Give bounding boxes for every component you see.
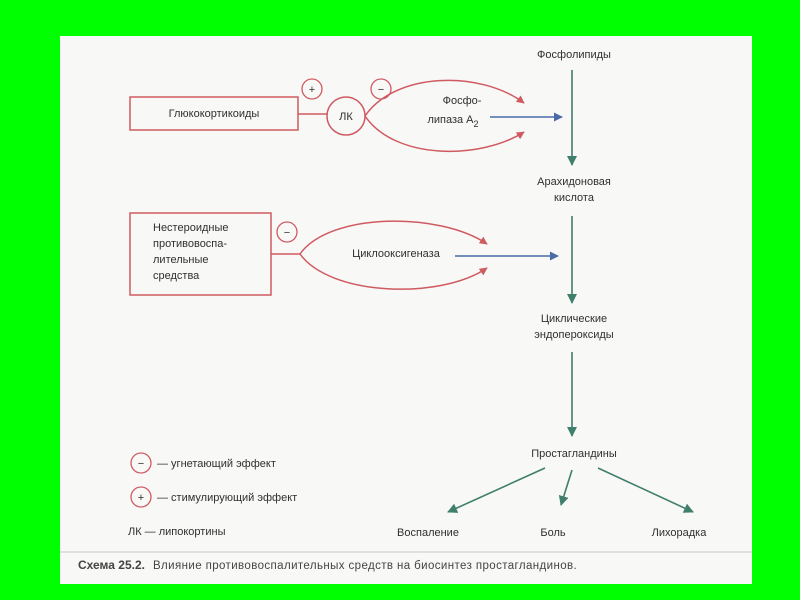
nsaid-label-line2: противовоспа- (153, 238, 227, 250)
legend-inhibit-symbol: − (138, 458, 144, 470)
nsaid-label-line1: Нестероидные (153, 222, 229, 234)
phospholipids-label: Фосфолипиды (537, 49, 611, 61)
legend-stimulate-text: — стимулирующий эффект (157, 492, 297, 504)
legend-inhibit-icon (130, 452, 152, 474)
phospholipase-label-line1: Фосфо- (443, 95, 482, 107)
arachidonic-label-line2: кислота (554, 192, 595, 204)
legend-inhibit-text: — угнетающий эффект (157, 458, 276, 470)
minus-sign-text: − (378, 84, 384, 96)
nsaid-label-line4: средства (153, 270, 200, 282)
nsaid-to-cox-lower-arrow (299, 253, 488, 290)
lk-to-phospholipase-upper-arrow (364, 79, 525, 117)
prostaglandins-to-inflammation-arrow (447, 467, 546, 513)
inflammation-label: Воспаление (397, 527, 459, 539)
prostaglandins-to-pain-arrow (558, 469, 573, 506)
fever-label: Лихорадка (652, 527, 708, 539)
cyclooxygenase-label: Циклооксигеназа (352, 248, 441, 260)
prostaglandins-label: Простагландины (531, 448, 617, 460)
legend-stimulate-icon (130, 486, 152, 508)
legend-stimulate-symbol: + (138, 492, 144, 504)
glucocorticoids-label: Глюкокортикоиды (169, 108, 260, 120)
lipocortin-label: ЛК (339, 111, 353, 123)
endoperoxides-label-line2: эндопероксиды (534, 329, 614, 341)
minus-sign-nsaid-icon (276, 221, 298, 243)
minus-sign-nsaid-text: − (284, 227, 290, 239)
pain-label: Боль (540, 527, 566, 539)
endoperoxides-label-line1: Циклические (541, 313, 607, 325)
arachidonic-label-line1: Арахидоновая (537, 176, 611, 188)
lk-to-phospholipase-lower-arrow (364, 115, 525, 153)
plus-sign-icon (301, 78, 323, 100)
figure-caption: Схема 25.2.Влияние противовоспалительных… (78, 558, 577, 572)
phospholipase-label-line2: липаза А2 (427, 114, 478, 129)
diagram-page (60, 36, 752, 584)
nsaid-label-line3: лительные (153, 254, 208, 266)
legend-lk-text: ЛК — липокортины (128, 526, 226, 538)
plus-sign-text: + (309, 84, 315, 96)
nsaid-to-cox-upper-arrow (299, 220, 488, 255)
prostaglandins-to-fever-arrow (597, 467, 694, 513)
